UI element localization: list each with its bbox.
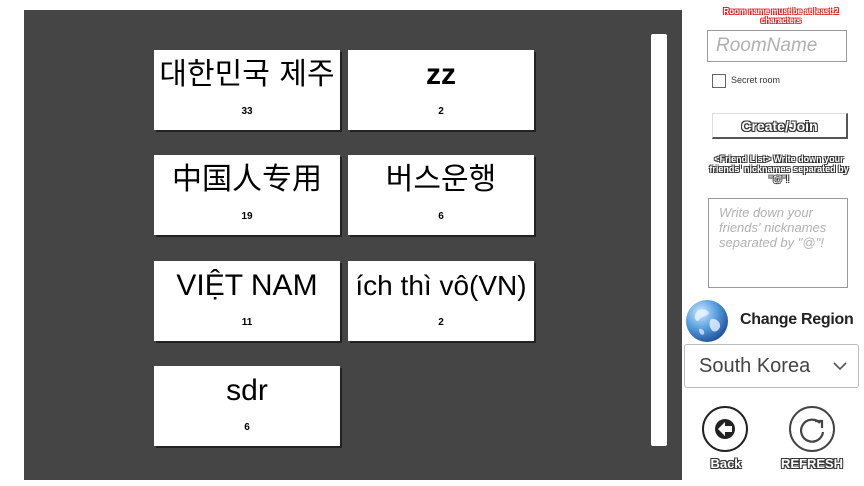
room-card[interactable]: VIỆT NAM 11 — [154, 261, 340, 341]
refresh-icon — [800, 418, 825, 443]
room-name: 대한민국 제주 — [159, 57, 335, 92]
room-name-error: Room name must be at least 2 characters — [723, 7, 839, 25]
room-player-count: 6 — [244, 422, 250, 433]
room-player-count: 2 — [438, 106, 444, 117]
room-name: sdr — [226, 374, 268, 407]
create-join-button[interactable]: Create/Join — [712, 113, 848, 139]
room-card[interactable]: 대한민국 제주 33 — [154, 50, 340, 130]
secret-room-label: Secret room — [731, 75, 781, 85]
room-name: 中国人专用 — [172, 162, 322, 197]
room-name-input[interactable] — [707, 30, 847, 62]
friend-list-field[interactable] — [708, 198, 848, 288]
back-arrow-icon — [715, 419, 735, 439]
room-player-count: 19 — [241, 211, 253, 222]
back-button[interactable] — [702, 406, 748, 452]
chevron-down-icon — [833, 362, 847, 371]
room-player-count: 2 — [438, 317, 444, 328]
room-card[interactable]: 中国人专用 19 — [154, 155, 340, 235]
create-join-label: Create/Join — [741, 117, 818, 134]
room-name: VIỆT NAM — [176, 269, 318, 302]
room-name: zz — [426, 58, 456, 91]
friend-list-info: <Friend List> Write down your friends' n… — [709, 154, 849, 184]
room-card[interactable]: 버스운행 6 — [348, 155, 534, 235]
region-value: South Korea — [699, 354, 811, 377]
room-list-panel: 대한민국 제주 33 zz 2 中国人专用 19 버스운행 6 VIỆT NAM… — [24, 10, 682, 480]
room-card[interactable]: zz 2 — [348, 50, 534, 130]
change-region-label: Change Region — [740, 311, 854, 328]
refresh-label: REFRESH — [780, 456, 844, 471]
secret-room-checkbox[interactable] — [712, 74, 726, 88]
room-name: 버스운행 — [385, 162, 497, 197]
globe-icon[interactable] — [685, 299, 729, 343]
room-player-count: 33 — [241, 106, 253, 117]
refresh-button[interactable] — [789, 406, 835, 452]
room-player-count: 11 — [241, 317, 253, 328]
room-card[interactable]: ích thì vô(VN) 2 — [348, 261, 534, 341]
room-card[interactable]: sdr 6 — [154, 366, 340, 446]
room-name: ích thì vô(VN) — [355, 270, 527, 301]
room-player-count: 6 — [438, 211, 444, 222]
room-list-scrollbar[interactable] — [651, 34, 667, 446]
back-label: Back — [710, 456, 742, 471]
region-select[interactable]: South Korea — [684, 344, 859, 388]
